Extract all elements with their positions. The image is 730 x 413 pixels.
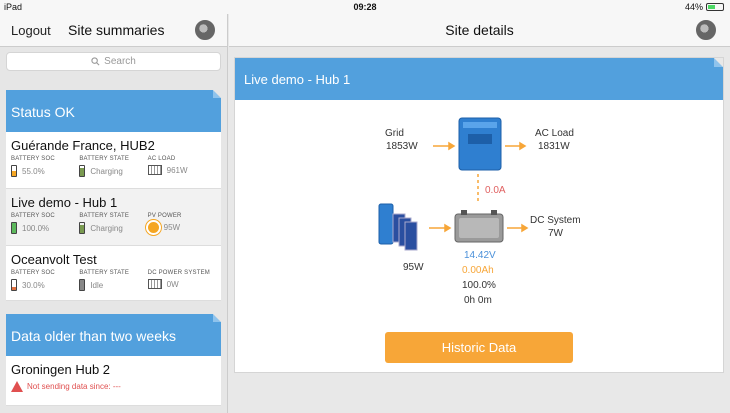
metric-label: BATTERY SOC (11, 270, 55, 276)
device-name: iPad (4, 2, 23, 12)
search-input[interactable]: Search (6, 52, 221, 71)
metric-label: BATTERY SOC (11, 156, 55, 162)
logout-button[interactable]: Logout (11, 23, 51, 38)
battery-charging-icon (79, 222, 86, 234)
battery-half-icon (11, 165, 17, 177)
metric-value: 30.0% (22, 280, 45, 290)
battery-idle-icon (79, 279, 86, 291)
metric-label: AC LOAD (147, 156, 176, 162)
battery-status: 44% (685, 2, 724, 12)
corner-fold-icon (213, 314, 221, 322)
section-title: Status OK (11, 104, 75, 120)
metric-value: 100.0% (22, 223, 50, 233)
site-name: Oceanvolt Test (11, 252, 97, 267)
dc-current-value: 0.0A (485, 185, 506, 196)
section-title: Data older than two weeks (11, 328, 176, 344)
warning-line: Not sending data since: --- (11, 381, 216, 392)
historic-data-button[interactable]: Historic Data (385, 332, 573, 363)
left-nav-title: Site summaries (68, 22, 165, 38)
sun-icon (147, 222, 159, 233)
grid-label: Grid (385, 128, 404, 139)
metric-label: BATTERY STATE (79, 156, 130, 162)
warning-text: Not sending data since: --- (27, 382, 121, 391)
metric-value: 95W (163, 223, 181, 232)
right-nav-title: Site details (445, 22, 514, 38)
inverter-icon (458, 117, 502, 171)
dc-system-label: DC System (530, 215, 581, 226)
ac-load-icon (147, 165, 162, 175)
clock: 09:28 (353, 2, 377, 12)
search-icon (91, 57, 100, 66)
metric-label: DC POWER SYSTEM (147, 270, 210, 276)
search-placeholder: Search (104, 56, 136, 67)
status-bar: iPad 09:28 44% (0, 0, 730, 14)
ac-load-value: 1831W (538, 141, 570, 152)
battery-time-remaining: 0h 0m (464, 295, 492, 306)
left-navbar: Logout Site summaries (0, 14, 228, 47)
battery-percent: 44% (684, 2, 703, 12)
site-name: Live demo - Hub 1 (11, 195, 118, 210)
warning-icon (11, 381, 23, 392)
corner-fold-icon (714, 58, 723, 67)
battery-device-icon (454, 210, 504, 243)
site-name: Guérande France, HUB2 (11, 138, 155, 153)
solar-panel-icon (378, 203, 418, 251)
metric-label: BATTERY SOC (11, 213, 55, 219)
section-header-old-data: Data older than two weeks (6, 314, 221, 356)
metric-value: 55.0% (22, 166, 45, 176)
globe-icon[interactable] (696, 20, 716, 40)
battery-voltage: 14.42V (464, 250, 496, 261)
pv-power-value: 95W (403, 262, 424, 273)
system-overview-diagram (378, 117, 529, 251)
battery-low-icon (11, 279, 17, 291)
dc-system-icon (147, 279, 162, 289)
flow-arrows (429, 141, 529, 233)
site-name: Groningen Hub 2 (11, 362, 111, 377)
metric-value: 961W (166, 165, 188, 175)
site-card-groningen[interactable]: Groningen Hub 2 Not sending data since: … (6, 356, 221, 406)
battery-icon (706, 3, 724, 11)
site-card-live-demo[interactable]: Live demo - Hub 1 BATTERY SOC 100.0% BAT… (6, 189, 221, 246)
metric-value: Charging (90, 223, 123, 233)
globe-icon[interactable] (195, 20, 215, 40)
sidebar: Search Status OK Guérande France, HUB2 B… (0, 47, 228, 413)
site-detail-panel: Live demo - Hub 1 (234, 57, 724, 373)
metric-label: BATTERY STATE (79, 270, 130, 276)
metric-label: BATTERY STATE (79, 213, 130, 219)
metric-value: Idle (90, 280, 104, 290)
section-header-status-ok: Status OK (6, 90, 221, 132)
metric-value: Charging (90, 166, 123, 176)
battery-full-icon (11, 222, 17, 234)
detail-title: Live demo - Hub 1 (244, 72, 351, 87)
grid-value: 1853W (386, 141, 418, 152)
metric-label: PV POWER (147, 213, 182, 219)
corner-fold-icon (213, 90, 221, 98)
site-card-guerande[interactable]: Guérande France, HUB2 BATTERY SOC 55.0% … (6, 132, 221, 189)
ac-load-label: AC Load (535, 128, 574, 139)
battery-current: 0.00Ah (462, 265, 494, 276)
metric-value: 0W (166, 279, 179, 289)
dc-system-value: 7W (548, 228, 563, 239)
battery-soc: 100.0% (462, 280, 496, 291)
site-card-oceanvolt[interactable]: Oceanvolt Test BATTERY SOC 30.0% BATTERY… (6, 246, 221, 301)
detail-header: Live demo - Hub 1 (235, 58, 723, 100)
battery-charging-icon (79, 165, 86, 177)
right-navbar: Site details (229, 14, 730, 47)
